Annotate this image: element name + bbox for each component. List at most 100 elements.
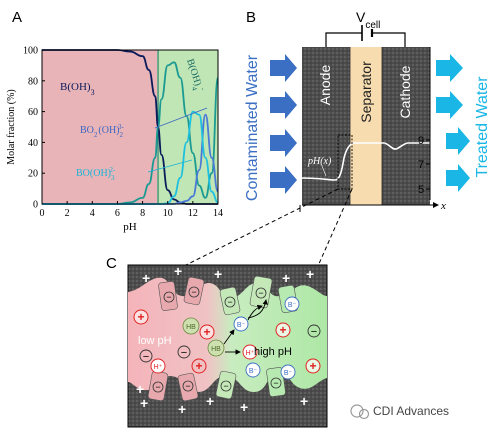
hb-molecule: HB xyxy=(211,346,221,353)
svg-text:−: − xyxy=(185,381,190,391)
y-tick-label: 80 xyxy=(28,76,38,87)
solid-plus-charges: + + + + + + + + + + + xyxy=(136,263,314,417)
inflow-arrow xyxy=(270,91,297,119)
watermark-icon xyxy=(350,404,364,418)
panel-c-label: C xyxy=(106,255,117,272)
low-ph-region xyxy=(42,50,157,204)
svg-text:−: − xyxy=(227,297,232,307)
label-boh3: B(OH)3 xyxy=(60,81,95,97)
plus-ion: + xyxy=(279,323,286,337)
panel-b: B Vcell Anode Separator Cathode pH(x) x xyxy=(244,9,491,212)
y-axis-title: Molar fraction (%) xyxy=(6,89,17,165)
x-tick-label: 14 xyxy=(213,208,223,219)
x-tick-label: 4 xyxy=(90,208,95,219)
cathode-electrode xyxy=(382,47,430,205)
chart-a-plot: 0 2 4 6 8 10 12 14 0 20 40 60 80 100 xyxy=(23,46,223,220)
outflow-arrow xyxy=(436,54,463,82)
svg-text:+: + xyxy=(300,393,308,409)
watermark: CDI Advances xyxy=(350,404,449,420)
x-tick-label: 6 xyxy=(115,208,120,219)
contaminated-water-label: Contaminated Water xyxy=(244,54,261,201)
panel-b-label: B xyxy=(246,9,256,26)
svg-text:−: − xyxy=(223,381,228,391)
ph-tick-7: 7 xyxy=(418,159,424,171)
svg-text:+: + xyxy=(240,399,248,415)
svg-text:+: + xyxy=(140,395,148,411)
svg-text:+: + xyxy=(282,270,290,286)
ph-profile-curve xyxy=(301,142,430,181)
outflow-arrow xyxy=(446,164,470,192)
x-tick-label: 2 xyxy=(65,208,70,219)
solution-species: + + + + + − − − HB HB B⁻ B⁻ B⁻ xyxy=(133,296,321,380)
plus-ion: + xyxy=(203,325,210,339)
y-tick-label: 60 xyxy=(28,107,38,118)
borate-ion: B⁻ xyxy=(237,322,246,329)
hb-molecule: HB xyxy=(186,324,196,331)
outflow-arrow xyxy=(446,127,470,155)
x-tick-label: 0 xyxy=(40,208,45,219)
svg-text:−: − xyxy=(166,292,171,302)
svg-text:+: + xyxy=(174,263,182,279)
svg-text:+: + xyxy=(214,266,222,282)
low-ph-label: low pH xyxy=(138,335,172,347)
y-tick-label: 100 xyxy=(23,46,38,57)
zoom-region xyxy=(337,134,353,190)
svg-text:−: − xyxy=(273,378,278,388)
panel-a: A 0 2 4 6 8 10 12 14 0 20 40 60 80 100 pH Molar fract… xyxy=(6,9,223,233)
treated-water-label: Treated Water xyxy=(474,76,491,178)
svg-text:−: − xyxy=(191,287,196,297)
ph-axis-ticks: 9 7 5 xyxy=(418,135,430,196)
ph-tick-9: 9 xyxy=(418,135,424,147)
separator-label: Separator xyxy=(358,61,374,123)
proton: H⁺ xyxy=(246,350,255,357)
minus-ion: − xyxy=(311,326,317,338)
ph-profile-label: pH(x) xyxy=(307,156,332,167)
circuit: Vcell xyxy=(325,9,406,47)
anode-label: Anode xyxy=(317,65,333,106)
outflow-arrow xyxy=(436,91,463,119)
borate-ion: B⁻ xyxy=(284,370,293,377)
y-tick-label: 0 xyxy=(33,200,38,211)
panel-c: C + + + + + + + + + + + xyxy=(106,255,328,428)
minus-ion: − xyxy=(143,351,149,363)
outflow-arrows xyxy=(436,54,470,192)
cathode-label: Cathode xyxy=(397,65,413,118)
svg-text:+: + xyxy=(306,266,314,282)
x-axis-label-b: x xyxy=(440,200,446,212)
svg-text:+: + xyxy=(178,401,186,417)
inflow-arrow xyxy=(270,129,297,157)
y-tick-label: 40 xyxy=(28,138,38,149)
panel-a-label: A xyxy=(12,9,22,26)
pointer-bo2 xyxy=(154,107,208,129)
label-bohh3: BO(OH)32- xyxy=(76,166,116,182)
chart-ticks: 0 2 4 6 8 10 12 14 0 20 40 60 80 100 xyxy=(23,46,223,220)
svg-text:+: + xyxy=(142,270,150,286)
svg-text:−: − xyxy=(155,382,160,392)
watermark-text: CDI Advances xyxy=(373,404,449,418)
inflow-arrows xyxy=(270,54,297,194)
chart-frame xyxy=(41,49,219,205)
proton: H⁺ xyxy=(154,364,163,371)
borate-ion: B⁻ xyxy=(249,368,258,375)
plus-ion: + xyxy=(195,359,202,373)
inflow-arrow xyxy=(270,166,297,194)
separator xyxy=(350,47,382,205)
inflow-arrow xyxy=(270,54,297,82)
ph-tick-5: 5 xyxy=(418,184,424,196)
plus-ion: + xyxy=(309,359,316,373)
pointer-bo3 xyxy=(147,159,193,173)
borate-ion: B⁻ xyxy=(288,302,297,309)
zoom-connector-left xyxy=(179,188,339,269)
x-tick-label: 8 xyxy=(140,208,145,219)
minus-ion: − xyxy=(181,347,187,359)
zoom-connector-right xyxy=(317,188,353,267)
y-tick-label: 20 xyxy=(28,169,38,180)
x-axis-title: pH xyxy=(123,221,137,233)
tab-minus-charges: − − − − − − − − xyxy=(152,286,282,393)
x-tick-label: 12 xyxy=(188,208,198,219)
plus-ion: + xyxy=(137,310,144,324)
svg-text:−: − xyxy=(258,288,263,298)
high-ph-label: high pH xyxy=(254,346,292,358)
x-tick-label: 10 xyxy=(163,208,173,219)
